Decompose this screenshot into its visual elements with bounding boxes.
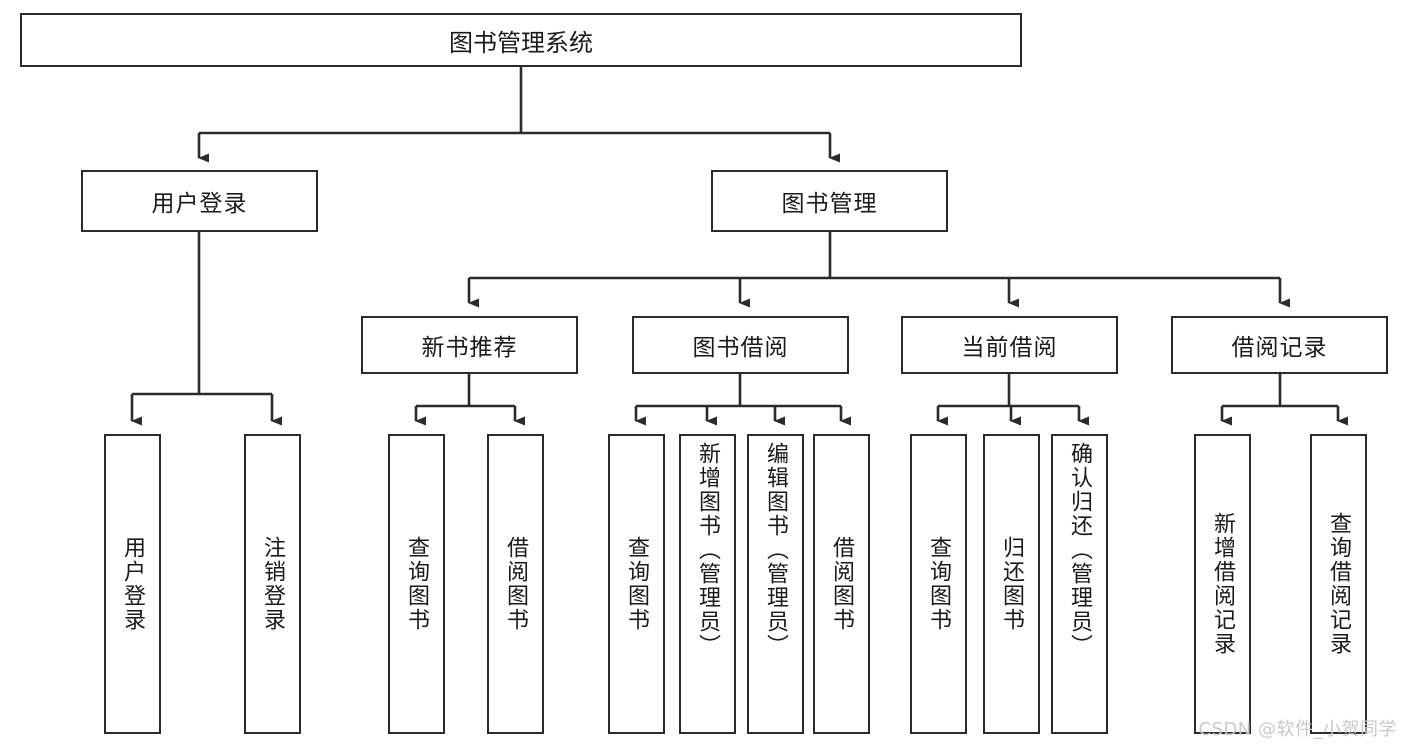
node-leaf-logout[interactable]: 注销登录 bbox=[244, 434, 301, 734]
node-leaf-borrow-book-a[interactable]: 借阅图书 bbox=[487, 434, 544, 734]
node-leaf-borrow-book-b[interactable]: 借阅图书 bbox=[813, 434, 870, 734]
node-leaf-user-login[interactable]: 用户登录 bbox=[104, 434, 161, 734]
node-leaf-confirm-return[interactable]: 确认归还（管理员） bbox=[1051, 434, 1108, 734]
node-leaf-query-book-b[interactable]: 查询图书 bbox=[608, 434, 665, 734]
node-borrow-record-label: 借阅记录 bbox=[1231, 335, 1328, 361]
node-user-login-label: 用户登录 bbox=[151, 191, 248, 217]
node-leaf-edit-book-label: 编辑图书（管理员） bbox=[763, 442, 789, 658]
node-borrow-record[interactable]: 借阅记录 bbox=[1171, 316, 1388, 374]
node-leaf-return-book[interactable]: 归还图书 bbox=[983, 434, 1040, 734]
node-user-login[interactable]: 用户登录 bbox=[81, 170, 318, 232]
node-leaf-edit-book[interactable]: 编辑图书（管理员） bbox=[747, 434, 804, 734]
node-book-borrow[interactable]: 图书借阅 bbox=[632, 316, 849, 374]
node-leaf-logout-label: 注销登录 bbox=[260, 536, 286, 632]
node-leaf-add-record-label: 新增借阅记录 bbox=[1210, 512, 1236, 656]
node-leaf-query-book-b-label: 查询图书 bbox=[624, 536, 650, 632]
node-new-book-rec-label: 新书推荐 bbox=[421, 335, 518, 361]
node-leaf-borrow-book-a-label: 借阅图书 bbox=[503, 536, 529, 632]
node-root-label: 图书管理系统 bbox=[449, 28, 593, 57]
node-new-book-rec[interactable]: 新书推荐 bbox=[361, 316, 578, 374]
node-current-borrow-label: 当前借阅 bbox=[961, 335, 1058, 361]
node-leaf-add-record[interactable]: 新增借阅记录 bbox=[1194, 434, 1251, 734]
node-leaf-query-book-c-label: 查询图书 bbox=[926, 536, 952, 632]
node-leaf-add-book-label: 新增图书（管理员） bbox=[695, 442, 721, 658]
watermark: CSDN @软件_小贺同学 bbox=[1198, 719, 1397, 740]
node-leaf-query-record-label: 查询借阅记录 bbox=[1326, 512, 1352, 656]
node-leaf-query-book-c[interactable]: 查询图书 bbox=[910, 434, 967, 734]
node-book-manage[interactable]: 图书管理 bbox=[711, 170, 948, 232]
node-current-borrow[interactable]: 当前借阅 bbox=[901, 316, 1118, 374]
node-leaf-query-book-a-label: 查询图书 bbox=[404, 536, 430, 632]
node-book-borrow-label: 图书借阅 bbox=[692, 335, 789, 361]
node-book-manage-label: 图书管理 bbox=[781, 191, 878, 217]
node-leaf-borrow-book-b-label: 借阅图书 bbox=[829, 536, 855, 632]
node-leaf-query-record[interactable]: 查询借阅记录 bbox=[1310, 434, 1367, 734]
node-leaf-confirm-return-label: 确认归还（管理员） bbox=[1067, 442, 1093, 658]
node-leaf-query-book-a[interactable]: 查询图书 bbox=[388, 434, 445, 734]
node-leaf-return-book-label: 归还图书 bbox=[999, 536, 1025, 632]
node-leaf-add-book[interactable]: 新增图书（管理员） bbox=[679, 434, 736, 734]
node-leaf-user-login-label: 用户登录 bbox=[120, 536, 146, 632]
node-root[interactable]: 图书管理系统 bbox=[20, 13, 1022, 67]
